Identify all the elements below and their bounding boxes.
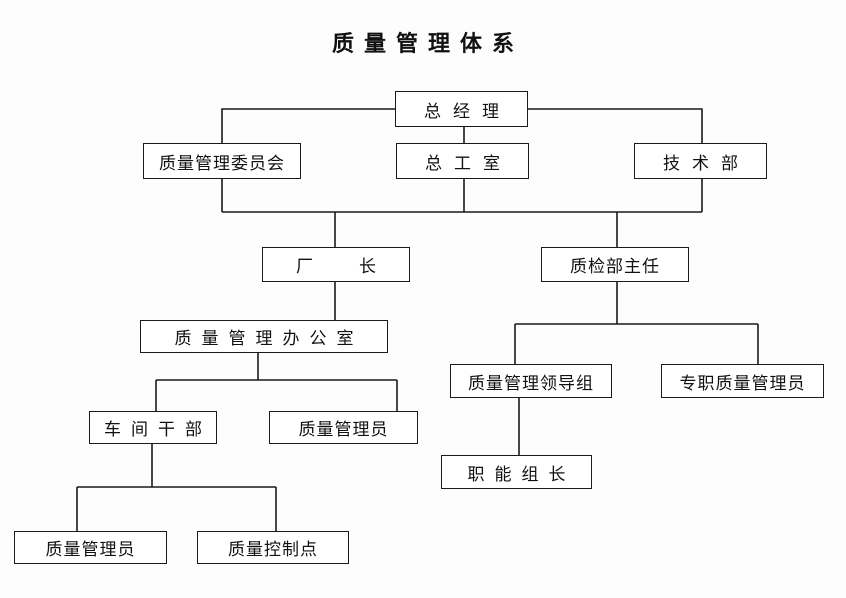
node-qc-dept-head: 质检部主任 bbox=[541, 247, 689, 282]
page-title: 质量管理体系 bbox=[331, 32, 524, 57]
node-chief-engineer-office: 总工室 bbox=[396, 143, 529, 179]
node-quality-committee: 质量管理委员会 bbox=[143, 143, 301, 179]
node-quality-office: 质量管理办公室 bbox=[140, 320, 388, 353]
node-general-manager: 总经理 bbox=[395, 91, 528, 127]
node-qm-officer-bottom: 质量管理员 bbox=[14, 531, 167, 564]
node-quality-control-point: 质量控制点 bbox=[197, 531, 349, 564]
node-workshop-cadre: 车间干部 bbox=[89, 411, 217, 444]
node-qm-leading-group: 质量管理领导组 bbox=[450, 364, 612, 398]
connector-gm-bracket bbox=[221, 108, 395, 143]
node-qm-officer-mid: 质量管理员 bbox=[269, 411, 418, 444]
node-factory-director: 厂长 bbox=[262, 247, 410, 282]
node-team-leader: 职能组长 bbox=[441, 455, 592, 489]
node-full-time-qm: 专职质量管理员 bbox=[661, 364, 824, 398]
connector-gm-bracket-right bbox=[528, 108, 703, 143]
node-technical-dept: 技术部 bbox=[634, 143, 767, 179]
